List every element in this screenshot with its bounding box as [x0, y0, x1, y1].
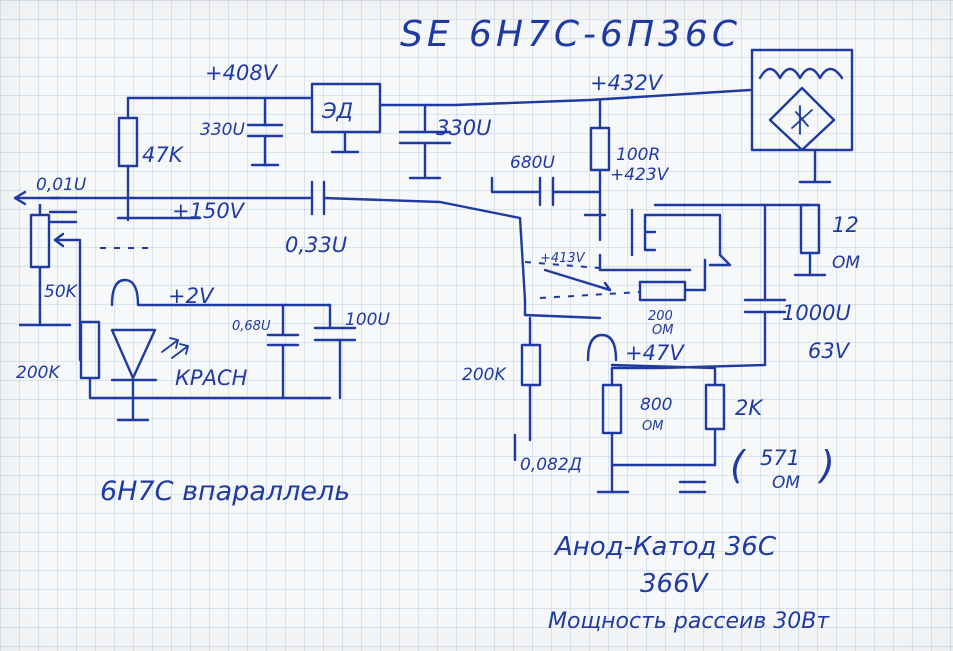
label-100u: 100U — [345, 310, 390, 330]
label-680u: 680U — [510, 153, 555, 173]
label-plus-408v: +408V — [205, 61, 279, 85]
label-2k: 2K — [735, 396, 764, 420]
bridge-rectifier — [750, 48, 854, 184]
label-001u: 0,01U — [36, 175, 87, 195]
capacitor-1000u — [610, 203, 787, 370]
label-63v: 63V — [808, 339, 851, 363]
resistor-100r — [589, 98, 611, 212]
resistor-12ohm — [653, 203, 827, 277]
led-bias — [110, 278, 332, 422]
label-paren-open: ( — [730, 443, 747, 487]
label-12: 12 — [832, 213, 859, 237]
label-1000u: 1000U — [782, 301, 851, 325]
output-tube — [524, 208, 732, 302]
capacitor-068u — [266, 303, 300, 400]
label-100r: 100R — [616, 145, 660, 165]
label-330u-left: 330U — [200, 120, 245, 140]
note-voltage: 366V — [640, 569, 710, 599]
label-led: КРАСН — [175, 366, 248, 390]
label-47k: 47K — [142, 143, 185, 167]
label-plus-47v: +47V — [625, 341, 685, 365]
capacitor-330u-right — [398, 103, 452, 180]
line-150v — [13, 190, 312, 220]
note-anode-cathode: Анод-Катод 36С — [553, 532, 777, 562]
capacitor-330u-left — [246, 96, 284, 167]
choke-box: ЭД — [310, 82, 382, 154]
label-plus-423v: +423V — [610, 165, 670, 185]
label-033u: 0,33U — [285, 233, 347, 257]
label-paren-close: ) — [817, 443, 835, 487]
label-330u-right: 330U — [436, 116, 491, 140]
label-800: 800 — [640, 395, 672, 415]
label-plus-413v: +413V — [540, 251, 586, 266]
label-800-ohm: ОМ — [642, 419, 663, 434]
capacitor-033u — [310, 180, 527, 302]
label-plus-432v: +432V — [590, 71, 664, 95]
label-200-ohm: ОМ — [652, 323, 673, 338]
potentiometer-50k — [18, 203, 150, 362]
label-12-ohm: ОМ — [832, 253, 860, 273]
note-power-dissipation: Мощность рассеив 30Вт — [548, 609, 830, 634]
schematic-title: SE 6Н7С-6П36С — [400, 14, 741, 55]
resistor-47k — [117, 96, 139, 222]
label-571-ohm: ОМ — [772, 473, 800, 493]
resistor-200k-right — [513, 298, 602, 462]
label-200: 200 — [648, 309, 673, 324]
label-plus-150v: +150V — [172, 199, 246, 223]
label-571: 571 — [760, 446, 800, 470]
label-50k: 50K — [44, 282, 79, 302]
label-200k-left: 200K — [16, 363, 61, 383]
label-200k-right: 200K — [462, 365, 507, 385]
capacitor-680u — [490, 176, 602, 207]
capacitor-100u — [313, 303, 357, 400]
label-068u: 0,68U — [232, 319, 271, 334]
label-0082: 0,082Д — [520, 455, 582, 475]
choke-label: ЭД — [321, 99, 353, 123]
b-plus-rail — [126, 88, 752, 107]
note-tube-parallel: 6Н7С впараллель — [100, 476, 350, 507]
resistor-200k-left — [79, 320, 332, 400]
cathode-network — [586, 333, 726, 494]
label-plus-2v: +2V — [168, 284, 215, 308]
capacitor-001u — [48, 196, 78, 224]
